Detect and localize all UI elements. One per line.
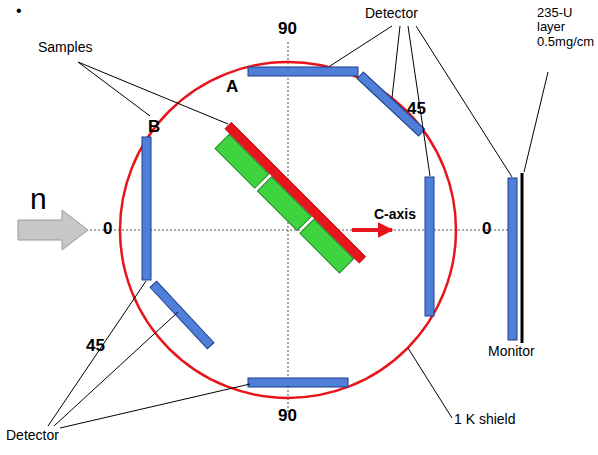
part-label: Samples [38,40,92,55]
beam-label: n [30,182,47,215]
layer-label: 235-U layer 0.5mg/cm [537,6,595,49]
leader-line [416,26,512,177]
detector-bar [248,378,348,387]
bullet-mark: • [16,2,22,20]
leader-line [330,26,392,66]
leader-line [408,26,430,176]
detector-bar [150,281,214,349]
part-label: Monitor [488,344,535,359]
leader-line [78,62,228,124]
angle-label: 90 [278,20,297,39]
detector-bar [142,137,151,280]
shield-circle [120,62,456,398]
neutron-arrow [18,210,88,250]
detector-bar [425,177,434,316]
angle-label: 0 [482,220,491,239]
part-label: Detector [365,6,418,21]
angle-label: 45 [86,337,105,356]
sample-plate [225,122,366,263]
leader-line [524,72,548,172]
monitor-bar [508,178,517,340]
leader-line [408,348,452,418]
leader-line [392,26,400,98]
part-label: 1 K shield [454,412,515,427]
axis-label: C-axis [374,207,416,222]
leader-line [60,384,250,428]
vertical-axis [288,42,289,412]
sample-stack [210,122,366,278]
leader-line [48,281,146,426]
angle-label: 0 [103,220,112,239]
c-axis-arrow [352,228,392,232]
part-label: Detector [6,428,59,443]
beam-axis [90,230,512,231]
detector-bar [248,67,358,76]
leader-line [54,312,178,426]
uranium-layer [521,173,524,343]
sample-letter: B [148,118,160,137]
angle-label: 90 [278,407,297,426]
leader-line [78,62,150,116]
sample-letter: A [226,78,238,97]
angle-label: 45 [407,100,426,119]
